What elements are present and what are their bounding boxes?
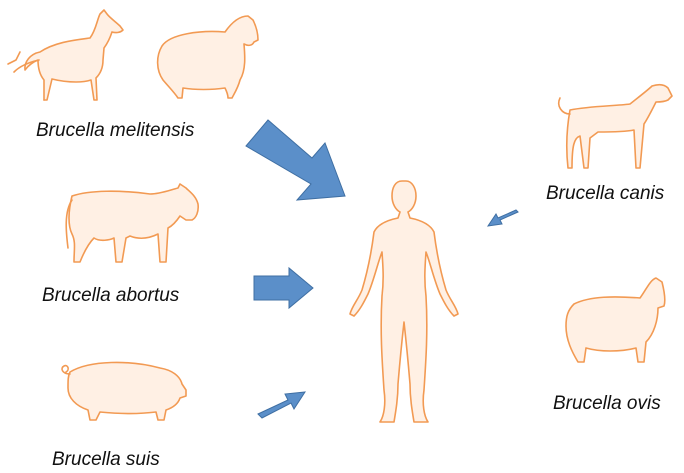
human-icon <box>350 181 458 422</box>
cow-icon <box>66 184 198 262</box>
arrow-canis <box>488 210 518 226</box>
arrow-melitensis <box>246 120 345 200</box>
pig-icon <box>62 362 186 420</box>
label-brucella-ovis: Brucella ovis <box>553 394 661 413</box>
goat-icon <box>8 10 123 100</box>
label-brucella-melitensis: Brucella melitensis <box>36 121 194 140</box>
arrow-abortus <box>254 268 313 308</box>
arrow-suis <box>258 392 305 418</box>
ram-icon <box>566 278 665 362</box>
label-brucella-canis: Brucella canis <box>546 184 664 203</box>
sheep-icon <box>158 16 258 98</box>
dog-icon <box>559 85 672 168</box>
label-brucella-abortus: Brucella abortus <box>42 286 179 305</box>
label-brucella-suis: Brucella suis <box>52 450 160 469</box>
